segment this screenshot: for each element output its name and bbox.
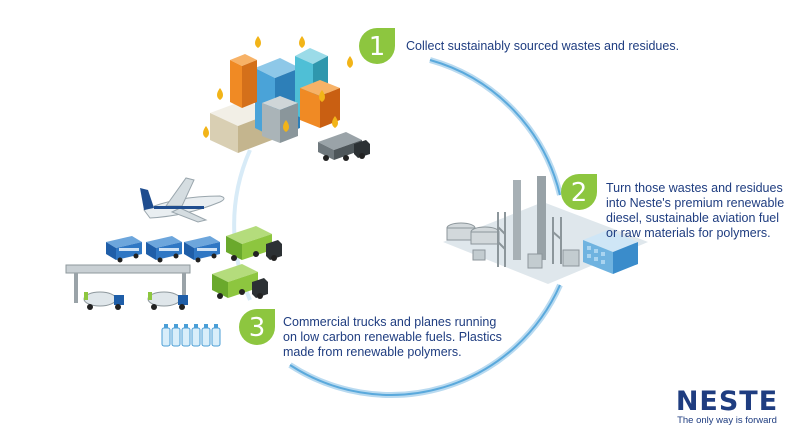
step-3-text: Commercial trucks and planes running on … [283, 315, 502, 359]
brand-tagline: The only way is forward [677, 415, 777, 426]
step-2-badge: 2 [560, 173, 598, 211]
water-bottles-icon [161, 324, 221, 347]
step-3-number: 3 [248, 313, 266, 343]
step-2-number: 2 [570, 178, 588, 208]
step-1-text: Collect sustainably sourced wastes and r… [406, 39, 680, 53]
brand-name: NESTE [675, 386, 779, 417]
step-2-text: Turn those wastes and residues into Nest… [606, 181, 785, 240]
cargo-truck-icon [212, 226, 282, 299]
bus-icon [106, 236, 220, 263]
city-icon [203, 36, 353, 153]
tanker-truck-icon [318, 132, 370, 161]
step-3-badge: 3 [238, 308, 276, 346]
neste-logo: NESTE The only way is forward [672, 388, 782, 427]
fuel-station-icon [65, 264, 191, 310]
refinery-icon [443, 176, 648, 284]
airplane-icon [140, 177, 225, 223]
step-1-number: 1 [368, 32, 386, 62]
step-1-badge: 1 [358, 27, 396, 65]
